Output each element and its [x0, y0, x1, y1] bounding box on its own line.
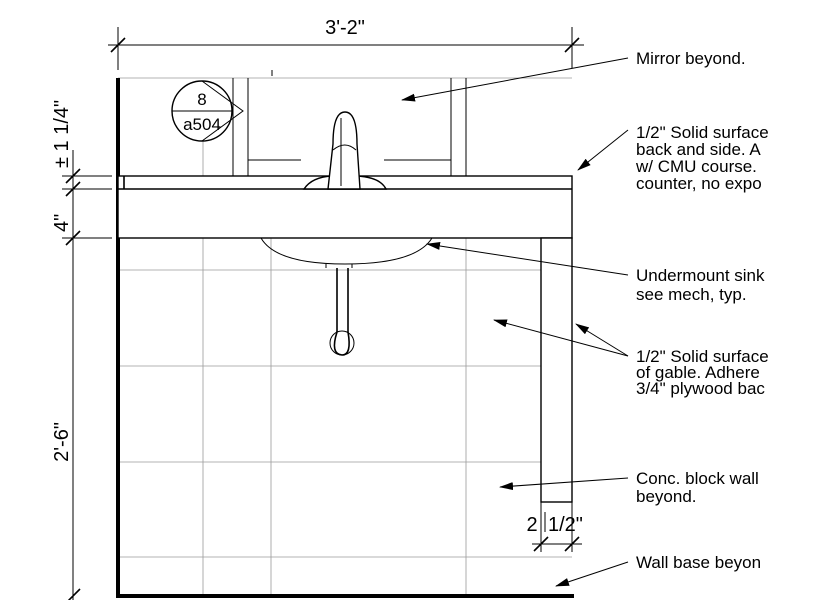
detail-tag: 8 a504	[171, 80, 244, 142]
note-solid-surface-back: 1/2" Solid surface back and side. A w/ C…	[635, 123, 773, 193]
detail-tag-number: 8	[197, 90, 206, 109]
note-wall-base: Wall base beyon	[636, 553, 761, 572]
detail-tag-sheet: a504	[183, 115, 221, 134]
dimension-top-offset-label: ± 1 1/4"	[51, 100, 73, 168]
dimension-overall-width: 3'-2"	[108, 17, 584, 70]
mirror-outline	[232, 70, 467, 176]
note-mirror: Mirror beyond.	[636, 49, 746, 68]
dimension-counter-height-label: 2'-6"	[51, 422, 73, 462]
dimension-gable-fraction-label: 1/2"	[548, 514, 583, 536]
dimension-overall-width-label: 3'-2"	[325, 17, 365, 39]
leader-lines	[401, 57, 629, 587]
gable-panel	[540, 237, 573, 503]
faucet	[302, 111, 388, 190]
sink-bowl	[260, 237, 433, 265]
notes: Mirror beyond. 1/2" Solid surface back a…	[635, 49, 773, 572]
dimension-gable-whole-label: 2	[526, 514, 537, 536]
note-undermount-sink: Undermount sink see mech, typ.	[636, 266, 769, 304]
note-solid-surface-gable: 1/2" Solid surface of gable. Adhere 3/4"…	[636, 347, 773, 398]
dimension-vertical-chain: ± 1 1/4" 4" 2'-6"	[51, 100, 112, 600]
note-conc-block-wall: Conc. block wall beyond.	[636, 469, 764, 506]
cmu-block-grid	[118, 77, 572, 594]
p-trap	[329, 268, 355, 356]
dimension-counter-thickness-label: 4"	[51, 214, 73, 232]
dimension-gable-thickness: 2 1/2"	[526, 502, 583, 552]
